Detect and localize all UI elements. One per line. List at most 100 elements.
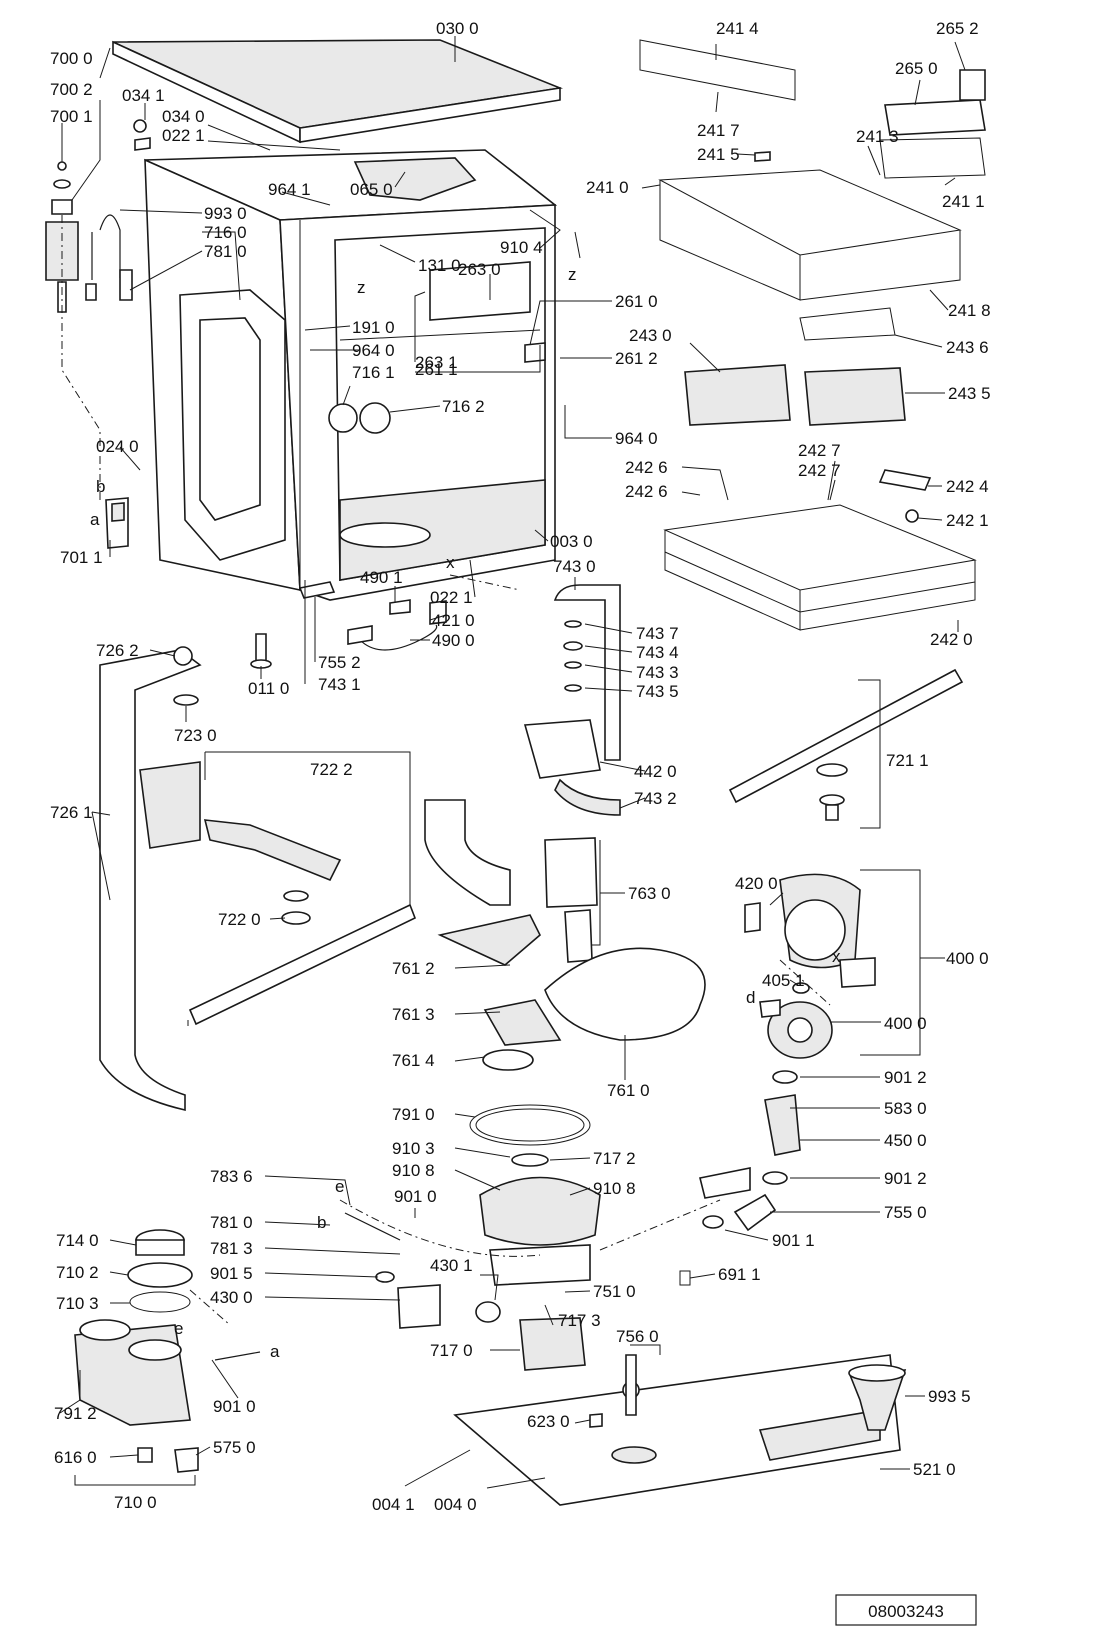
cabinet-frame <box>144 149 581 601</box>
part-label-261-2: 261 2 <box>615 349 658 368</box>
part-label-022-1: 022 1 <box>162 126 205 145</box>
part-label-716-2: 716 2 <box>442 397 485 416</box>
drain-hose-parts <box>679 1070 801 1286</box>
part-label-901-5: 901 5 <box>210 1264 253 1283</box>
upper-spray-arm <box>728 668 964 821</box>
water-softener <box>74 1212 441 1473</box>
part-label-241-1: 241 1 <box>942 192 985 211</box>
part-label-791-0: 791 0 <box>392 1105 435 1124</box>
part-label-761-3: 761 3 <box>392 1005 435 1024</box>
part-label-261-1: 261 1 <box>415 360 458 379</box>
marker-d: d <box>746 988 755 1007</box>
part-label-442-0: 442 0 <box>634 762 677 781</box>
part-label-265-2: 265 2 <box>936 19 979 38</box>
part-label-700-0: 700 0 <box>50 49 93 68</box>
part-label-710-0: 710 0 <box>114 1493 157 1512</box>
leader-lines <box>59 36 966 1489</box>
part-label-743-2: 743 2 <box>634 789 677 808</box>
worktop-lid <box>112 39 564 144</box>
part-label-726-2: 726 2 <box>96 641 139 660</box>
part-label-243-6: 243 6 <box>946 338 989 357</box>
part-label-964-0: 964 0 <box>615 429 658 448</box>
salt-funnel <box>848 1364 907 1431</box>
part-label-034-1: 034 1 <box>122 86 165 105</box>
part-label-717-0: 717 0 <box>430 1341 473 1360</box>
part-label-710-3: 710 3 <box>56 1294 99 1313</box>
part-label-490-1: 490 1 <box>360 568 403 587</box>
part-label-242-1: 242 1 <box>946 511 989 530</box>
part-label-910-8: 910 8 <box>593 1179 636 1198</box>
part-label-964-1: 964 1 <box>268 180 311 199</box>
part-label-521-0: 521 0 <box>913 1460 956 1479</box>
part-label-993-0: 993 0 <box>204 204 247 223</box>
part-label-901-1: 901 1 <box>772 1231 815 1250</box>
part-label-743-1: 743 1 <box>318 675 361 694</box>
part-label-761-0: 761 0 <box>607 1081 650 1100</box>
part-label-722-0: 722 0 <box>218 910 261 929</box>
part-label-743-0: 743 0 <box>553 557 596 576</box>
part-label-743-7: 743 7 <box>636 624 679 643</box>
marker-x: x <box>832 947 841 966</box>
part-label-241-7: 241 7 <box>697 121 740 140</box>
marker-e: e <box>335 1177 344 1196</box>
marker-x: x <box>446 553 455 572</box>
part-label-726-1: 726 1 <box>50 803 93 822</box>
part-label-755-2: 755 2 <box>318 653 361 672</box>
part-label-761-4: 761 4 <box>392 1051 435 1070</box>
pump-motor <box>744 873 876 1059</box>
lower-spray-arm <box>188 819 417 1026</box>
part-label-034-0: 034 0 <box>162 107 205 126</box>
part-label-910-8: 910 8 <box>392 1161 435 1180</box>
part-label-241-8: 241 8 <box>948 301 991 320</box>
part-label-716-1: 716 1 <box>352 363 395 382</box>
part-label-241-3: 241 3 <box>856 127 899 146</box>
part-label-783-6: 783 6 <box>210 1167 253 1186</box>
diagram-number: 08003243 <box>868 1602 944 1621</box>
part-label-756-0: 756 0 <box>616 1327 659 1346</box>
part-label-781-3: 781 3 <box>210 1239 253 1258</box>
marker-z: z <box>357 278 366 297</box>
part-label-490-0: 490 0 <box>432 631 475 650</box>
part-label-241-5: 241 5 <box>697 145 740 164</box>
part-label-421-0: 421 0 <box>432 611 475 630</box>
part-label-241-4: 241 4 <box>716 19 759 38</box>
part-label-241-0: 241 0 <box>586 178 629 197</box>
part-label-761-2: 761 2 <box>392 959 435 978</box>
upper-basket <box>639 39 986 426</box>
marker-a: a <box>270 1342 280 1361</box>
part-label-004-1: 004 1 <box>372 1495 415 1514</box>
part-label-700-2: 700 2 <box>50 80 93 99</box>
lower-basket <box>663 469 977 631</box>
latch-bracket <box>105 497 129 549</box>
part-label-030-0: 030 0 <box>436 19 479 38</box>
part-label-616-0: 616 0 <box>54 1448 97 1467</box>
part-label-901-0: 901 0 <box>213 1397 256 1416</box>
part-label-261-0: 261 0 <box>615 292 658 311</box>
part-label-781-0: 781 0 <box>210 1213 253 1232</box>
part-label-430-0: 430 0 <box>210 1288 253 1307</box>
part-label-420-0: 420 0 <box>735 874 778 893</box>
part-label-901-2: 901 2 <box>884 1169 927 1188</box>
upper-supply-pipe <box>523 584 621 816</box>
part-label-131-0: 131 0 <box>418 256 461 275</box>
part-label-242-6: 242 6 <box>625 458 668 477</box>
part-label-583-0: 583 0 <box>884 1099 927 1118</box>
diagram-number-box <box>835 1594 977 1626</box>
part-label-755-0: 755 0 <box>884 1203 927 1222</box>
part-label-716-0: 716 0 <box>204 223 247 242</box>
part-label-743-3: 743 3 <box>636 663 679 682</box>
part-label-400-0: 400 0 <box>946 949 989 968</box>
part-label-710-2: 710 2 <box>56 1263 99 1282</box>
marker-e: e <box>174 1319 183 1338</box>
part-label-003-0: 003 0 <box>550 532 593 551</box>
part-label-024-0: 024 0 <box>96 437 139 456</box>
part-label-022-1: 022 1 <box>430 588 473 607</box>
part-label-242-7: 242 7 <box>798 441 841 460</box>
part-label-191-0: 191 0 <box>352 318 395 337</box>
part-label-263-0: 263 0 <box>458 260 501 279</box>
part-label-901-2: 901 2 <box>884 1068 927 1087</box>
part-label-265-0: 265 0 <box>895 59 938 78</box>
part-label-004-0: 004 0 <box>434 1495 477 1514</box>
